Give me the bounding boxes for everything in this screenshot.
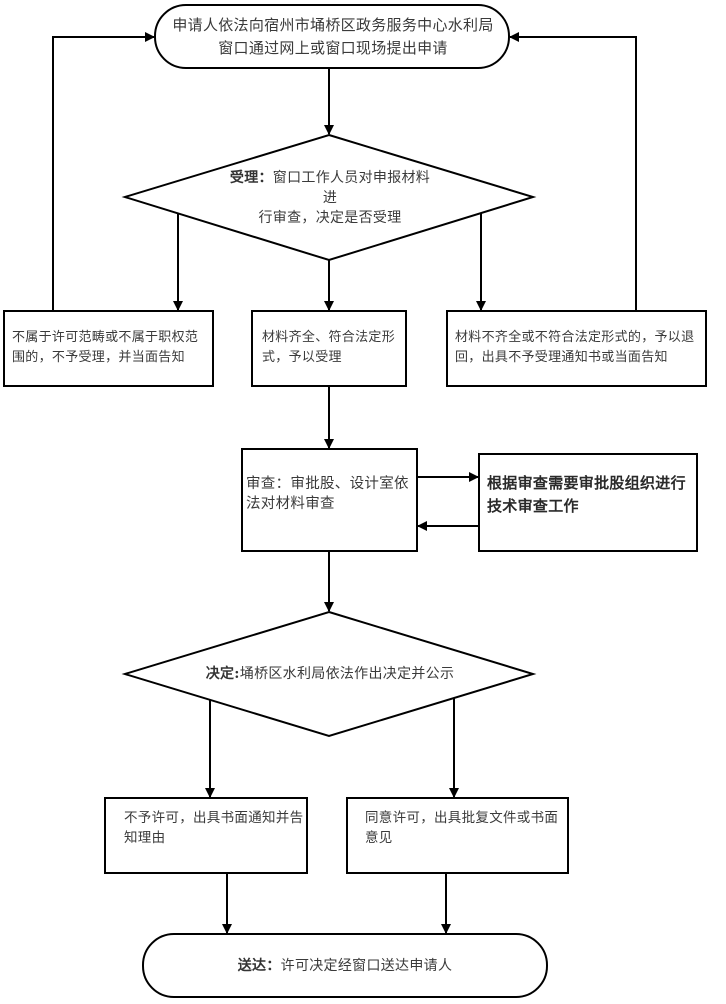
incomplete-node: 材料不齐全或不符合法定形式的，予以退回，出具不予受理通知书或当面告知: [455, 313, 701, 383]
decision-text: 埇桥区水利局依法作出决定并公示: [239, 666, 455, 682]
deny-node: 不予许可，出具书面通知并告知理由: [124, 800, 304, 870]
deliver-terminator-shape: [142, 933, 548, 998]
deny-box: [104, 797, 308, 874]
start-line-2: 窗口通过网上或窗口现场提出申请: [218, 39, 448, 57]
accepted-text: 材料齐全、符合法定形式，予以受理: [262, 330, 396, 365]
start-node: 申请人依法向宿州市埇桥区政务服务中心水利局 窗口通过网上或窗口现场提出申请: [170, 8, 496, 66]
review-box: [241, 448, 418, 552]
tech-review-box: [478, 453, 698, 552]
incomplete-text: 材料不齐全或不符合法定形式的，予以退回，出具不予受理通知书或当面告知: [455, 330, 695, 365]
accept-decision-node: 受理：窗口工作人员对申报材料进 行审查，决定是否受理: [225, 168, 435, 228]
out-of-scope-box: [3, 310, 214, 387]
deliver-label: 送达：: [237, 958, 281, 974]
edge-out-of-scope-to-start: [52, 32, 155, 311]
approve-box: [346, 797, 569, 874]
approve-node: 同意许可，出具批复文件或书面意见: [365, 800, 561, 870]
out-of-scope-node: 不属于许可范畴或不属于职权范围的，不予受理，并当面告知: [12, 313, 210, 383]
decision-label: 决定:: [205, 666, 240, 682]
accept-decision-line-2: 行审查，决定是否受理: [258, 210, 402, 226]
tech-review-text: 根据审查需要审批股组织进行技术审查工作: [487, 474, 686, 515]
accepted-node: 材料齐全、符合法定形式，予以受理: [262, 313, 404, 383]
deliver-text: 许可决定经窗口送达申请人: [280, 958, 453, 974]
out-of-scope-text: 不属于许可范畴或不属于职权范围的，不予受理，并当面告知: [12, 330, 199, 365]
review-text: 审查：审批股、设计室依法对材料审查: [246, 476, 409, 512]
decision-node: 决定:埇桥区水利局依法作出决定并公示: [170, 660, 490, 688]
tech-review-node: 根据审查需要审批股组织进行技术审查工作: [487, 457, 693, 547]
decision-diamond: [121, 610, 537, 738]
approve-text: 同意许可，出具批复文件或书面意见: [365, 810, 559, 846]
accept-decision-label: 受理：: [229, 170, 273, 186]
start-line-1: 申请人依法向宿州市埇桥区政务服务中心水利局: [172, 16, 494, 34]
incomplete-box: [446, 310, 707, 387]
accept-decision-line-1: 窗口工作人员对申报材料进: [272, 170, 431, 206]
deliver-node: 送达：许可决定经窗口送达申请人: [160, 937, 530, 995]
review-node: 审查：审批股、设计室依法对材料审查: [246, 452, 414, 548]
deny-text: 不予许可，出具书面通知并告知理由: [124, 810, 304, 846]
edge-incomplete-to-start: [509, 32, 637, 311]
